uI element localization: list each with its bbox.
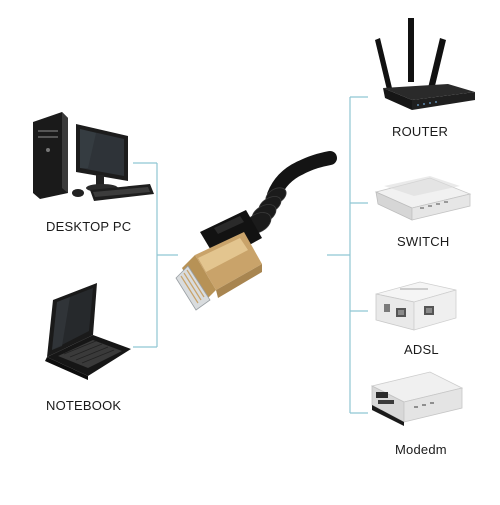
notebook-label: NOTEBOOK (46, 398, 122, 413)
ethernet-cable-icon (175, 151, 337, 311)
switch-label: SWITCH (397, 234, 450, 249)
wifi-router-icon (375, 18, 475, 110)
left-connector-lines (133, 162, 178, 348)
desktop-computer-icon (33, 112, 154, 201)
desktop-pc-label: DESKTOP PC (46, 219, 132, 234)
network-switch-icon (374, 176, 472, 221)
modem-label: Modedm (395, 442, 447, 457)
laptop-icon (45, 283, 131, 380)
router-label: ROUTER (392, 124, 449, 139)
adsl-label: ADSL (404, 342, 439, 357)
right-connector-lines (327, 96, 368, 414)
modem-icon (370, 371, 464, 426)
adsl-box-icon (375, 281, 457, 331)
